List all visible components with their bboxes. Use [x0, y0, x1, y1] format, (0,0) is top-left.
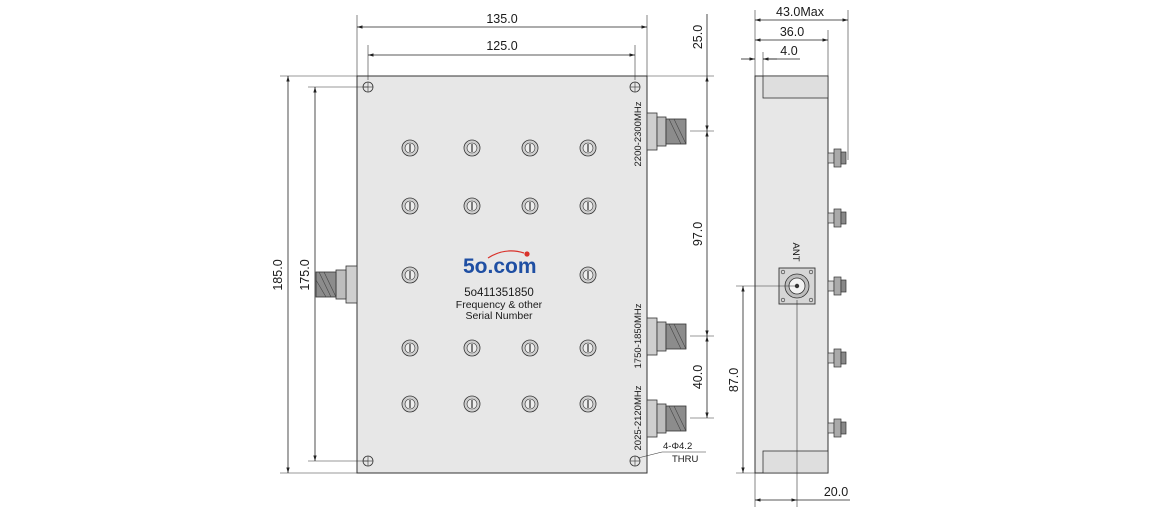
- tuning-screw: [521, 339, 539, 357]
- tuning-screw: [579, 339, 597, 357]
- tuning-screw: [463, 197, 481, 215]
- dim-depth-max: 43.0Max: [776, 5, 825, 19]
- hole-note-line-2: THRU: [672, 454, 699, 465]
- dim-height-overall: 185.0: [271, 259, 285, 290]
- logo-text: 5o.com: [463, 255, 537, 278]
- tuning-screw: [521, 139, 539, 157]
- dim-ant-height: 87.0: [727, 368, 741, 392]
- side-flange-top: [762, 75, 829, 99]
- tuning-screw: [401, 139, 419, 157]
- dim-flange: 4.0: [780, 44, 797, 58]
- tuning-screw: [579, 266, 597, 284]
- tuning-screw: [521, 197, 539, 215]
- right-connector-3: [646, 399, 687, 438]
- logo-accent-dot: [524, 251, 530, 257]
- dim-ant-offset: 20.0: [824, 485, 848, 499]
- tuning-screw: [579, 395, 597, 413]
- tuning-screw: [401, 197, 419, 215]
- dim-height-holes: 175.0: [298, 259, 312, 290]
- dim-port-spacing-upper: 97.0: [691, 222, 705, 246]
- tuning-screw-grid: [401, 139, 597, 413]
- tuning-screw: [401, 266, 419, 284]
- tuning-screw: [579, 197, 597, 215]
- dim-depth-body: 36.0: [780, 25, 804, 39]
- mounting-hole-top-right: [629, 81, 641, 93]
- label-line-1: Frequency & other: [456, 299, 543, 311]
- side-flange-bottom: [762, 450, 829, 474]
- dim-width-holes: 125.0: [486, 39, 517, 53]
- side-stud: [827, 276, 847, 296]
- port-label-1: 2200-2300MHz: [633, 101, 644, 166]
- model-number: 5o411351850: [464, 287, 534, 299]
- tuning-screw: [401, 339, 419, 357]
- hole-note-leader: [637, 451, 663, 459]
- tuning-screw: [521, 395, 539, 413]
- dim-width-overall: 135.0: [486, 12, 517, 26]
- side-connector-studs: [827, 148, 847, 438]
- side-view: ANT 43.0Max 36.0 4.0 87.0 20.0: [727, 5, 850, 507]
- side-stud: [827, 208, 847, 228]
- hole-note-line-1: 4-Φ4.2: [663, 441, 692, 452]
- tuning-screw: [463, 395, 481, 413]
- tuning-screw: [463, 339, 481, 357]
- front-view: 5o.com 5o411351850 Frequency & other Ser…: [271, 12, 714, 474]
- side-stud: [827, 348, 847, 368]
- mounting-hole-bottom-right: [629, 455, 641, 467]
- side-stud: [827, 418, 847, 438]
- label-line-2: Serial Number: [465, 310, 533, 322]
- logo-swoosh: [487, 250, 525, 259]
- right-connector-2: [646, 317, 687, 356]
- tuning-screw: [463, 139, 481, 157]
- dim-top-offset: 25.0: [691, 25, 705, 49]
- tuning-screw: [579, 139, 597, 157]
- ant-label: ANT: [790, 243, 801, 262]
- right-connector-1: [646, 112, 687, 151]
- left-connector: [315, 265, 358, 304]
- tuning-screw: [401, 395, 419, 413]
- port-label-2: 1750-1850MHz: [633, 303, 644, 368]
- port-label-3: 2025-2120MHz: [633, 385, 644, 450]
- dim-port-spacing-lower: 40.0: [691, 365, 705, 389]
- side-stud: [827, 148, 847, 168]
